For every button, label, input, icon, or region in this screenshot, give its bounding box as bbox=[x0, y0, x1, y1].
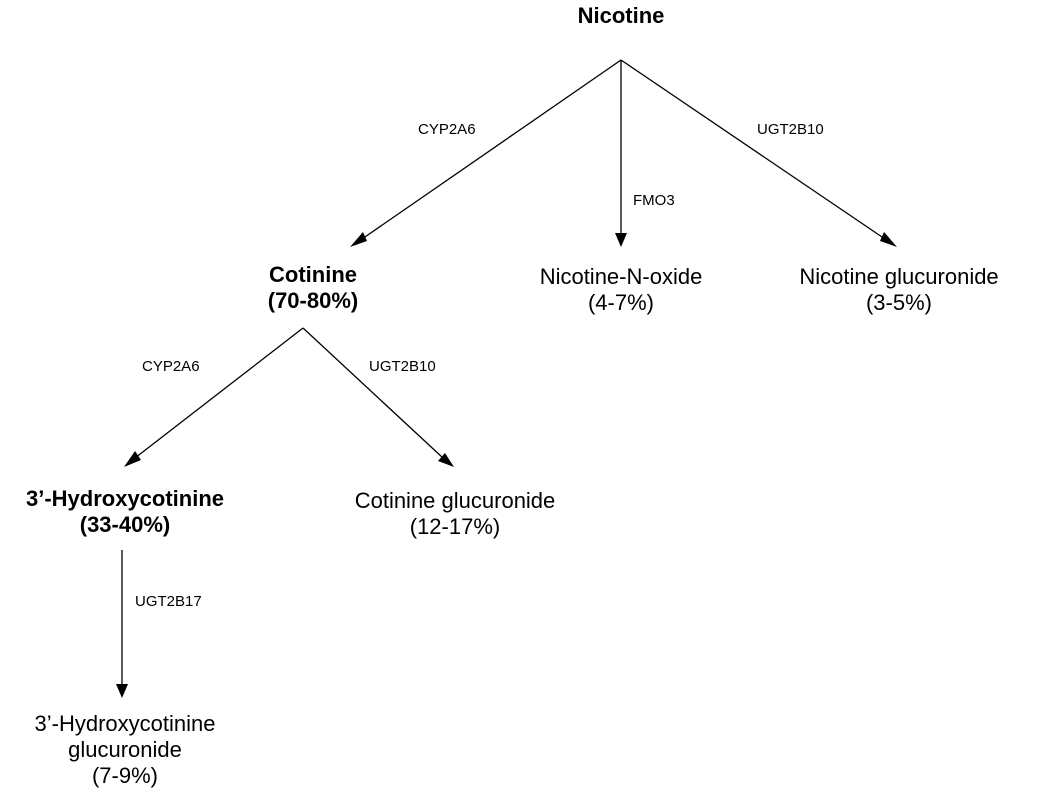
node-nicotine: Nicotine bbox=[521, 3, 721, 29]
enzyme-label-hydroxycotinine-to-glucuronide: UGT2B17 bbox=[135, 593, 202, 610]
node-nicotine-glucuronide-name: Nicotine glucuronide bbox=[799, 264, 999, 289]
node-cotinine: Cotinine (70-80%) bbox=[213, 262, 413, 314]
node-cotinine-percent: (70-80%) bbox=[267, 288, 359, 313]
enzyme-label-cotinine-to-glucuronide: UGT2B10 bbox=[369, 358, 436, 375]
edge-nicotine-to-cotinine bbox=[350, 59, 622, 247]
node-nicotine-n-oxide-percent: (4-7%) bbox=[587, 290, 654, 315]
node-nicotine-n-oxide-name: Nicotine-N-oxide bbox=[539, 264, 703, 289]
node-hydroxycotinine-glucuronide-name-line2: glucuronide bbox=[68, 737, 182, 762]
node-hydroxycotinine-glucuronide: 3’-Hydroxycotinine glucuronide (7-9%) bbox=[0, 711, 250, 789]
node-nicotine-glucuronide: Nicotine glucuronide (3-5%) bbox=[759, 264, 1039, 316]
node-hydroxycotinine-name: 3’-Hydroxycotinine bbox=[25, 486, 225, 511]
node-cotinine-name: Cotinine bbox=[269, 262, 357, 287]
node-cotinine-glucuronide-percent: (12-17%) bbox=[409, 514, 501, 539]
node-hydroxycotinine: 3’-Hydroxycotinine (33-40%) bbox=[0, 486, 250, 538]
enzyme-label-nicotine-to-n-oxide: FMO3 bbox=[633, 192, 675, 209]
node-nicotine-name: Nicotine bbox=[577, 3, 665, 28]
node-nicotine-glucuronide-percent: (3-5%) bbox=[865, 290, 932, 315]
node-cotinine-glucuronide: Cotinine glucuronide (12-17%) bbox=[320, 488, 590, 540]
node-hydroxycotinine-glucuronide-percent: (7-9%) bbox=[91, 763, 158, 788]
node-hydroxycotinine-glucuronide-name-line1: 3’-Hydroxycotinine bbox=[34, 711, 216, 736]
node-cotinine-glucuronide-name: Cotinine glucuronide bbox=[354, 488, 556, 513]
enzyme-label-nicotine-to-glucuronide: UGT2B10 bbox=[757, 121, 824, 138]
enzyme-label-cotinine-to-hydroxycotinine: CYP2A6 bbox=[142, 358, 200, 375]
node-hydroxycotinine-percent: (33-40%) bbox=[79, 512, 171, 537]
enzyme-label-nicotine-to-cotinine: CYP2A6 bbox=[418, 121, 476, 138]
edge-hydroxycotinine-to-glucuronide bbox=[116, 550, 128, 698]
edge-nicotine-to-n-oxide bbox=[615, 60, 627, 247]
edge-cotinine-to-hydroxycotinine bbox=[124, 327, 304, 467]
edge-nicotine-to-glucuronide bbox=[620, 59, 897, 247]
edge-cotinine-to-glucuronide bbox=[302, 327, 454, 467]
node-nicotine-n-oxide: Nicotine-N-oxide (4-7%) bbox=[491, 264, 751, 316]
